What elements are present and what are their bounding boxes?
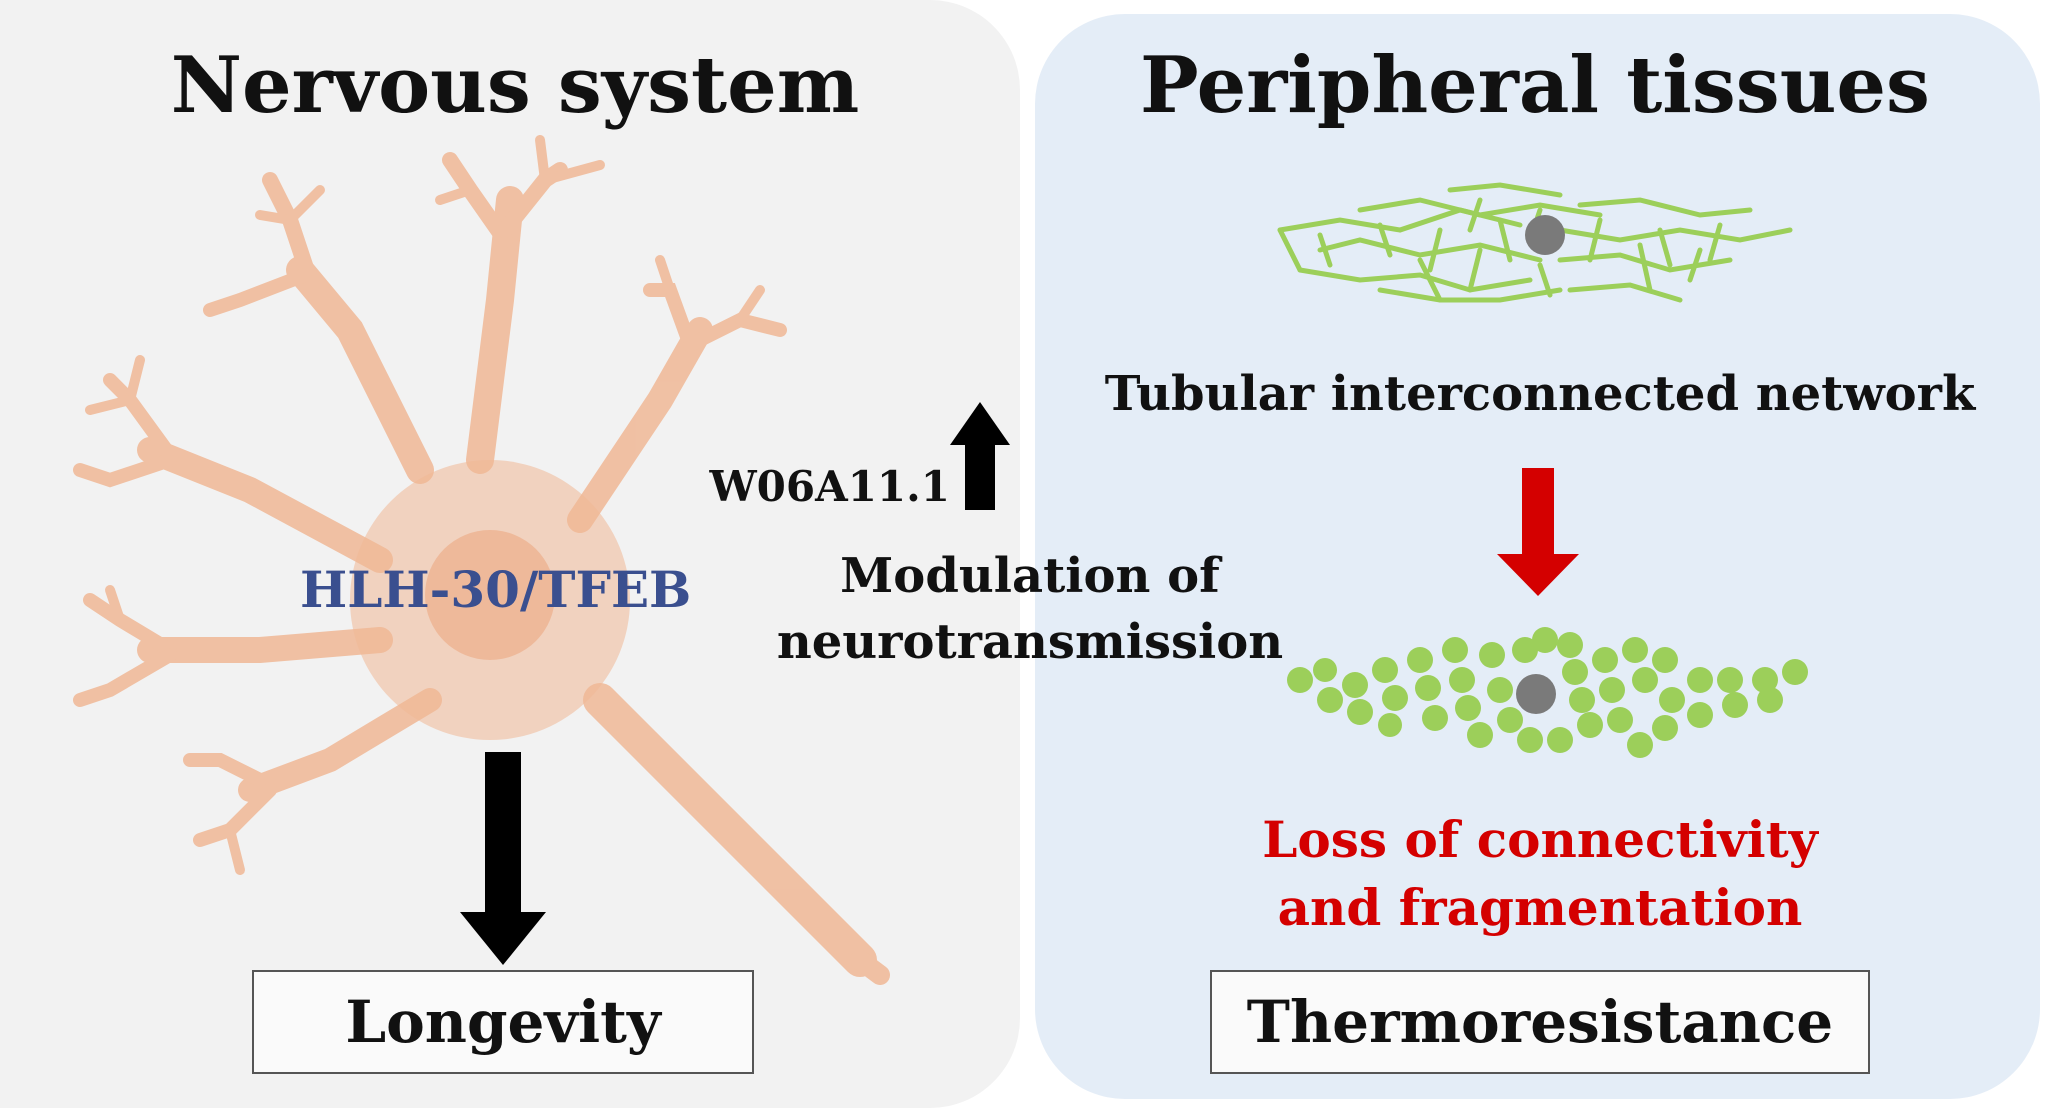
- modulation-label-line1: Modulation of: [840, 548, 1220, 604]
- neuron-nucleus: [425, 530, 555, 660]
- tubular-network-label: Tubular interconnected network: [1104, 366, 1976, 422]
- longevity-arrow: [460, 752, 546, 965]
- upregulation-arrow: [950, 402, 1010, 510]
- thermoresistance-box: Thermoresistance: [1210, 970, 1870, 1074]
- hlh30-tfeb-label: HLH-30/TFEB: [300, 560, 692, 619]
- fragmented-mitochondria: [1287, 627, 1808, 758]
- loss-connectivity-line2: and fragmentation: [1277, 878, 1803, 937]
- fragmentation-arrow: [1497, 468, 1579, 596]
- modulation-label-line2: neurotransmission: [776, 614, 1284, 670]
- tubular-mitochondrial-network: [1277, 182, 1793, 303]
- w06a11-label: W06A11.1: [709, 462, 951, 511]
- loss-connectivity-line1: Loss of connectivity: [1262, 810, 1818, 869]
- nervous-system-title: Nervous system: [170, 40, 860, 131]
- peripheral-tissues-title: Peripheral tissues: [1140, 40, 1930, 131]
- nucleus-bottom: [1516, 674, 1556, 714]
- nucleus-top: [1525, 215, 1565, 255]
- neuron-illustration: [73, 135, 890, 985]
- longevity-box: Longevity: [252, 970, 754, 1074]
